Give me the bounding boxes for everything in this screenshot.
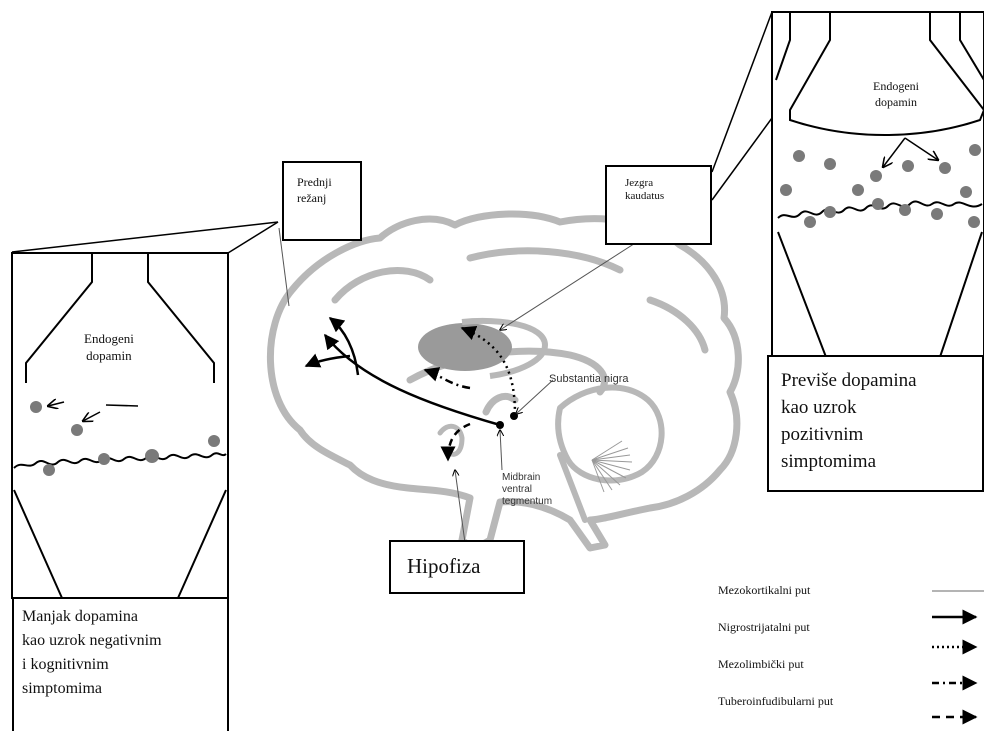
legend-label-mezokortikalni: Mezokortikalni put — [718, 583, 811, 597]
right-endogenous-dopamine-label: Endogeni dopamin — [873, 79, 919, 109]
substantia-nigra-label: Substantia nigra — [549, 373, 629, 385]
hipofiza-box: Hipofiza — [389, 540, 525, 594]
cerebellum-fan — [591, 440, 633, 493]
left-caption-box: Manjak dopamina kao uzrok negativnim i k… — [12, 597, 229, 731]
right-synapse-inset — [771, 11, 984, 358]
legend-label-nigrostrijatalni: Nigrostrijatalni put — [718, 620, 810, 634]
nigrostriatal-pathway — [460, 325, 517, 416]
caudate-nucleus — [418, 323, 512, 371]
midbrain-vta-label: Midbrain ventral tegmentum — [502, 472, 553, 507]
prednji-rezanj-box: Prednji režanj — [282, 161, 362, 241]
left-synapse-inset — [11, 252, 229, 599]
legend-label-mezolimbicki: Mezolimbički put — [718, 657, 804, 671]
mesolimbic-pathway — [423, 367, 471, 390]
right-caption: Previše dopamina kao uzrok pozitivnim si… — [781, 370, 917, 472]
prednji-rezanj-label: Prednji režanj — [297, 175, 332, 205]
jezgra-kaudatus-label: Jezgra kaudatus — [625, 177, 665, 202]
right-caption-box: Previše dopamina kao uzrok pozitivnim si… — [767, 355, 984, 492]
left-caption: Manjak dopamina kao uzrok negativnim i k… — [22, 608, 162, 697]
hipofiza-label: Hipofiza — [407, 554, 481, 578]
pointer-lines — [278, 227, 641, 551]
jezgra-kaudatus-box: Jezgra kaudatus — [605, 165, 712, 245]
inset-projection-lines — [11, 11, 773, 254]
tuberoinfundibular-pathway — [440, 422, 471, 462]
mesocortical-pathway — [304, 317, 501, 427]
left-endogenous-dopamine-label: Endogeni dopamin — [84, 331, 134, 363]
vta-dot — [496, 421, 504, 429]
legend-symbols — [932, 590, 984, 725]
legend-label-tuberoinfudibularni: Tuberoinfudibularni put — [718, 694, 834, 708]
